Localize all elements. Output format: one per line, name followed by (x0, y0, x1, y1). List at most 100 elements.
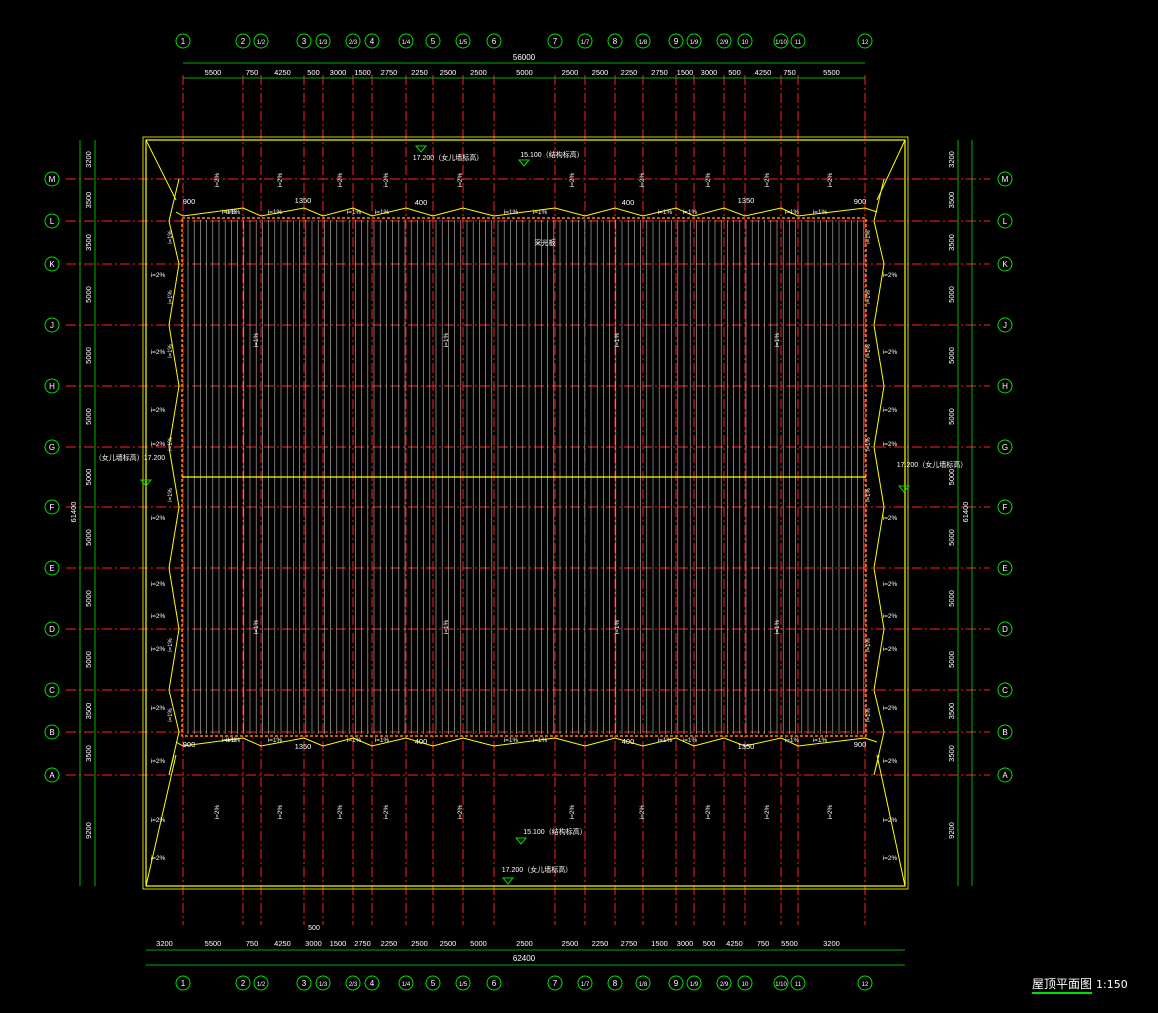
axis-bottom: 2 (241, 979, 246, 988)
hip-line (876, 754, 906, 887)
axis-right: M (1002, 175, 1009, 184)
dim-bottom-segment: 5000 (470, 939, 487, 948)
skylight-note: 采光板 (535, 238, 556, 247)
slope-gutter-top: i=1% (504, 209, 519, 216)
axis-right: B (1002, 728, 1007, 737)
axis-left: G (49, 443, 55, 452)
dim-bottom-segment: 2500 (562, 939, 579, 948)
dim-left-segment: 3200 (84, 151, 93, 168)
axis-bottom: 1/8 (639, 982, 648, 988)
slope-bottom: i=2% (705, 804, 712, 819)
axis-top-circle (790, 33, 806, 49)
axis-top: 2 (241, 37, 246, 46)
dim-bottom-segment: 2750 (621, 939, 638, 948)
roof-panels (181, 217, 867, 737)
slope-right: i=2% (883, 646, 898, 653)
axis-bottom-circle (686, 975, 702, 991)
slope-left: i=2% (151, 705, 166, 712)
axis-right-circle (997, 439, 1013, 455)
gutter-1350-bl: 1350 (295, 742, 312, 751)
dim-top-segment: 2250 (621, 68, 638, 77)
parapet-outer-2 (142, 136, 909, 890)
slope-right: i=2% (883, 272, 898, 279)
elevation-bottom-parapet: 17.200（女儿墙标高） (502, 865, 572, 874)
axis-right-circle (997, 378, 1013, 394)
axis-left-circle (44, 317, 60, 333)
slope-top: i=2% (214, 172, 221, 187)
dim-right-segment: 3200 (947, 151, 956, 168)
slope-top: i=2% (277, 172, 284, 187)
axis-bottom: 10 (742, 982, 749, 988)
slope-top: i=2% (764, 172, 771, 187)
axis-left-circle (44, 682, 60, 698)
gutter-900-bl: 900 (183, 740, 196, 749)
dim-left-total: 61400 (69, 502, 78, 523)
axis-bottom-circle (547, 975, 563, 991)
dim-left-segment: 5000 (84, 469, 93, 486)
axis-top-circle (296, 33, 312, 49)
axis-top-circle (607, 33, 623, 49)
axis-bottom-circle (773, 975, 789, 991)
axis-top-circle (716, 33, 732, 49)
dim-bottom-segment: 4250 (274, 939, 291, 948)
axis-left-circle (44, 213, 60, 229)
gutter-400-bl: 400 (415, 737, 428, 746)
dim-top-segment: 2750 (651, 68, 668, 77)
axis-top-circle (345, 33, 361, 49)
axis-bottom-circle (716, 975, 732, 991)
axis-right-circle (997, 213, 1013, 229)
dim-right-segment: 5000 (947, 286, 956, 303)
annotations: 17.200（女儿墙标高）15.100（结构标高）15.100（结构标高）17.… (95, 145, 967, 885)
axis-top: 1/10 (775, 40, 787, 46)
slope-gutter-bottom: i=1% (813, 737, 828, 744)
axis-top: 5 (431, 37, 436, 46)
slope-right: i=2% (883, 817, 898, 824)
dim-bottom-segment: 3000 (677, 939, 694, 948)
slope-right: i=2% (883, 441, 898, 448)
dim-bottom-segment: 4250 (726, 939, 743, 948)
axis-left-circle (44, 171, 60, 187)
slope-left: i=2% (151, 613, 166, 620)
axis-left-circle (44, 621, 60, 637)
elevation-top-parapet: 17.200（女儿墙标高） (413, 153, 483, 162)
axis-bottom-circle (790, 975, 806, 991)
dim-left-segment: 5000 (84, 286, 93, 303)
slope-gutter-top: i=1% (533, 209, 548, 216)
slope-mid-lower: i=1% (443, 619, 450, 634)
dim-top-segment: 2500 (592, 68, 609, 77)
slope-left-inner: i=1% (168, 230, 174, 244)
axis-bottom-circle (486, 975, 502, 991)
slope-bottom: i=2% (214, 804, 221, 819)
slope-gutter-bottom: i=1% (226, 737, 241, 744)
axis-left: B (49, 728, 54, 737)
axis-top: 1/4 (402, 40, 411, 46)
axis-left: F (50, 503, 55, 512)
axis-bottom-circle (607, 975, 623, 991)
elevation-marker (514, 837, 528, 845)
axis-top: 9 (674, 37, 679, 46)
axis-left: D (49, 625, 55, 634)
parapet-outline (142, 136, 909, 890)
dim-bottom-total: 62400 (513, 954, 536, 963)
dim-left-segment: 5000 (84, 590, 93, 607)
dim-left-segment: 3500 (84, 745, 93, 762)
slope-left-inner: i=1% (168, 290, 174, 304)
dim-right-segment: 3500 (947, 745, 956, 762)
axis-top-circle (398, 33, 414, 49)
axis-left-circle (44, 378, 60, 394)
axis-bottom: 5 (431, 979, 436, 988)
axis-top-circle (253, 33, 269, 49)
slope-right-inner: i=1% (866, 488, 872, 502)
axis-top: 2/3 (349, 40, 358, 46)
axis-left: J (50, 321, 54, 330)
axis-right: L (1003, 217, 1008, 226)
slope-top: i=2% (457, 172, 464, 187)
slope-right: i=2% (883, 407, 898, 414)
slope-gutter-top: i=1% (375, 209, 390, 216)
axis-right-circle (997, 682, 1013, 698)
gutter-400-tr: 400 (622, 198, 635, 207)
dim-top-segment: 2250 (411, 68, 428, 77)
slope-right: i=2% (883, 613, 898, 620)
slope-top: i=2% (337, 172, 344, 187)
